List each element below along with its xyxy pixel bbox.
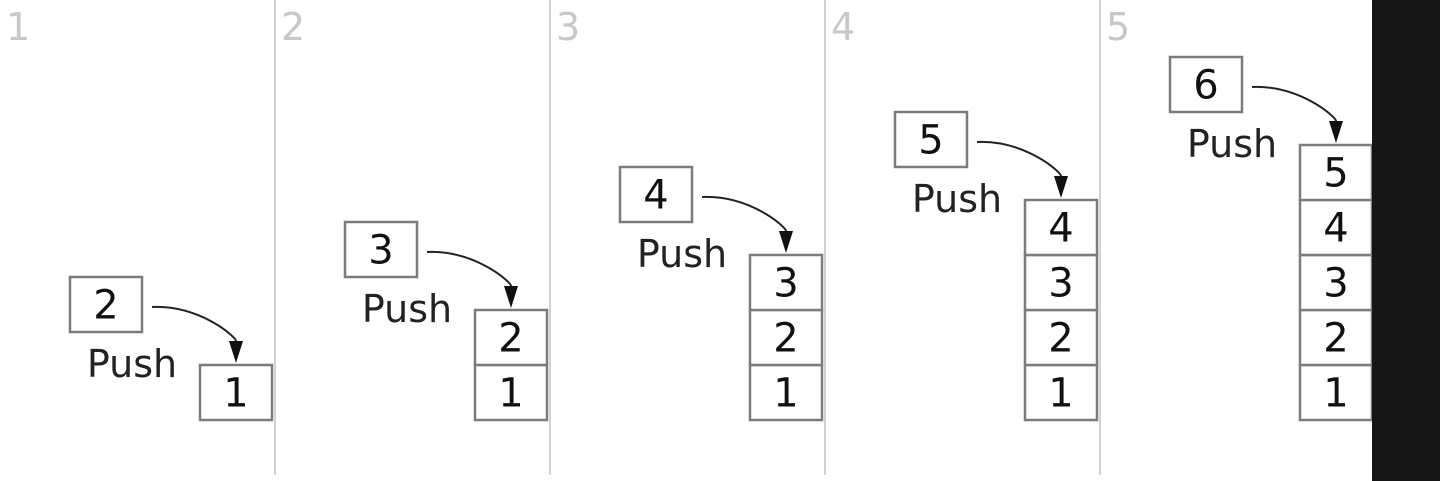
stack-item: 3 xyxy=(1298,253,1372,312)
stack-item-value: 3 xyxy=(1323,261,1348,307)
push-arrowhead-icon xyxy=(1329,121,1343,143)
panel-number-label: 3 xyxy=(556,5,580,49)
push-label: Push xyxy=(87,342,177,386)
right-edge-dark-bar xyxy=(1372,0,1440,481)
stack-item: 1 xyxy=(473,363,549,422)
pushed-element-box xyxy=(1168,55,1244,114)
stack-item-value: 2 xyxy=(773,316,798,362)
stack-item: 4 xyxy=(1298,198,1372,257)
stack-item-value: 4 xyxy=(1323,206,1348,252)
stack-item-box xyxy=(748,308,824,367)
stack-item: 5 xyxy=(1298,143,1372,202)
push-label: Push xyxy=(637,232,727,276)
push-label: Push xyxy=(912,177,1002,221)
stack-item: 3 xyxy=(748,253,824,312)
pushed-element-box xyxy=(68,275,144,334)
stack-item-box xyxy=(1023,308,1099,367)
pushed-element-value: 3 xyxy=(368,228,393,274)
pushed-element: 2 xyxy=(68,275,144,334)
stack-item-value: 2 xyxy=(498,316,523,362)
stack-item-box xyxy=(748,253,824,312)
pushed-element-box xyxy=(618,165,694,224)
pushed-element: 4 xyxy=(618,165,694,224)
stack-item-box xyxy=(473,308,549,367)
pushed-element: 6 xyxy=(1168,55,1244,114)
stack-item-value: 3 xyxy=(1048,261,1073,307)
stack-item-value: 1 xyxy=(1323,371,1348,417)
panel-number-label: 1 xyxy=(6,5,30,49)
stack-item-value: 1 xyxy=(223,371,248,417)
stack-item: 1 xyxy=(1023,363,1099,422)
push-arrowhead-icon xyxy=(229,341,243,363)
push-arrowhead-icon xyxy=(504,286,518,308)
panel-number-label: 4 xyxy=(831,5,855,49)
stack-item: 2 xyxy=(1023,308,1099,367)
stack-item-box xyxy=(1023,198,1099,257)
push-label: Push xyxy=(1187,122,1277,166)
panel-number-label: 2 xyxy=(281,5,305,49)
stack-item-box xyxy=(198,363,274,422)
push-arrow xyxy=(701,195,787,232)
stack-item-box xyxy=(1298,143,1372,202)
push-arrow xyxy=(976,140,1062,177)
stack-item-value: 1 xyxy=(773,371,798,417)
pushed-element-value: 5 xyxy=(918,118,943,164)
stack-item-value: 1 xyxy=(1048,371,1073,417)
push-label: Push xyxy=(362,287,452,331)
pushed-element-value: 6 xyxy=(1193,63,1218,109)
stack-item: 1 xyxy=(1298,363,1372,422)
push-arrow xyxy=(151,305,237,342)
stack-item: 4 xyxy=(1023,198,1099,257)
stack-item-value: 2 xyxy=(1323,316,1348,362)
pushed-element-box xyxy=(893,110,969,169)
stack-item-value: 3 xyxy=(773,261,798,307)
stack-item: 1 xyxy=(748,363,824,422)
stack-item-value: 4 xyxy=(1048,206,1073,252)
push-arrowhead-icon xyxy=(1054,176,1068,198)
push-arrow xyxy=(1251,85,1337,122)
stack-item: 2 xyxy=(748,308,824,367)
panel-number-label: 5 xyxy=(1106,5,1130,49)
stack-item-value: 2 xyxy=(1048,316,1073,362)
pushed-element-box xyxy=(343,220,419,279)
stack-push-diagram: 112Push2123Push31234Push412345Push512345… xyxy=(6,0,1372,475)
stack-item: 3 xyxy=(1023,253,1099,312)
push-arrowhead-icon xyxy=(779,231,793,253)
stack-item: 2 xyxy=(1298,308,1372,367)
push-arrow xyxy=(426,250,512,287)
pushed-element-value: 2 xyxy=(93,283,118,329)
stack-item-value: 5 xyxy=(1323,151,1348,197)
stack-item: 2 xyxy=(473,308,549,367)
stack-item-box xyxy=(1298,198,1372,257)
pushed-element: 3 xyxy=(343,220,419,279)
stack-item-value: 1 xyxy=(498,371,523,417)
pushed-element-value: 4 xyxy=(643,173,668,219)
stack-item: 1 xyxy=(198,363,274,422)
stack-item-box xyxy=(1298,253,1372,312)
pushed-element: 5 xyxy=(893,110,969,169)
